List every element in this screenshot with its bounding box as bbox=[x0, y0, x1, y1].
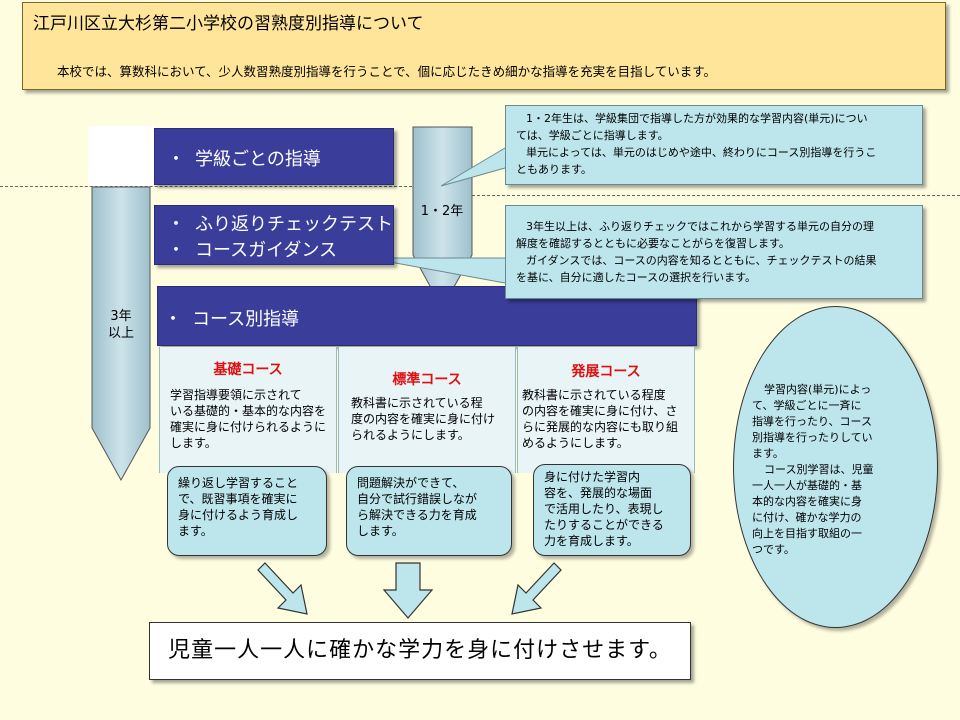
text-line: 自分で試行錯誤しなが bbox=[357, 492, 478, 506]
bullet: ・ bbox=[167, 214, 185, 235]
text-line: ガイダンスでは、コースの内容を知るとともに、チェックテストの結果 bbox=[526, 254, 877, 267]
text-line: に付け、確かな学力の bbox=[752, 511, 862, 524]
grade3-label-line1: 3年 bbox=[110, 309, 132, 324]
course-title-basic: 基礎コース bbox=[213, 362, 283, 378]
text-line: ます。 bbox=[178, 524, 213, 538]
check-guidance-bar: ・ふり返りチェックテスト ・コースガイダンス bbox=[154, 205, 394, 265]
text-line: 解度を確認するとともに必要なことがらを復習します。 bbox=[516, 237, 790, 250]
text-line: 度の内容を確実に身に付け bbox=[351, 412, 496, 426]
bullet: ・ bbox=[167, 149, 185, 170]
goal-box-basic: 繰り返し学習すること で、既習事項を確実に 身に付けるよう育成し ます。 bbox=[167, 466, 327, 556]
class-guidance-bar: ・学級ごとの指導 bbox=[154, 128, 394, 185]
check-test-label: ふり返りチェックテスト bbox=[195, 214, 393, 235]
text-line: 別指導を行ったりしてい bbox=[752, 431, 873, 444]
white-panel bbox=[88, 126, 154, 186]
text-line: 本的な内容を確実に身 bbox=[752, 495, 862, 508]
grade3-arrow-icon bbox=[91, 186, 151, 482]
text-line: で、既習事項を確実に bbox=[178, 492, 298, 506]
text-line: 繰り返し学習すること bbox=[178, 476, 299, 490]
page-subtitle: 本校では、算数科において、少人数習熟度別指導を行うことで、個に応じたきめ細かな指… bbox=[57, 64, 717, 79]
bullet: ・ bbox=[164, 309, 182, 330]
text-line: 力を育成します。 bbox=[544, 534, 639, 548]
text-line: 向上を目指す取組の一 bbox=[752, 527, 862, 540]
text-line: 単元によっては、単元のはじめや途中、終わりにコース別指導を行うこ bbox=[526, 146, 877, 159]
text-line: たりすることができる bbox=[544, 518, 664, 532]
conclusion-banner: 児童一人一人に確かな学力を身に付けさせます。 bbox=[149, 622, 691, 680]
header-box: 江戸川区立大杉第二小学校の習熟度別指導について 本校では、算数科において、少人数… bbox=[22, 2, 946, 90]
text-line: いる基礎的・基本的な内容を bbox=[170, 404, 327, 418]
callout-pointer-icon bbox=[440, 147, 506, 187]
grade3-callout: 3年生以上は、ふり返りチェックではこれから学習する単元の自分の理 解度を確認する… bbox=[505, 205, 923, 299]
text-line: 一人一人が基礎的・基 bbox=[752, 479, 862, 492]
course-column-advanced: 発展コース 教科書に示されている程度 の内容を確実に身に付け、さ らに発展的な内… bbox=[517, 347, 695, 473]
goal-box-advanced: 身に付けた学習内 容を、発展的な場面 で活用したり、表現し たりすることができる… bbox=[533, 464, 691, 556]
text-line: ともあります。 bbox=[516, 163, 592, 176]
summary-ellipse bbox=[733, 306, 938, 628]
text-line: 3年生以上は、ふり返りチェックではこれから学習する単元の自分の理 bbox=[526, 220, 874, 233]
text-line: 身に付けるよう育成し bbox=[178, 508, 299, 522]
right-down-arrow-icon bbox=[511, 562, 562, 615]
text-line: の内容を確実に身に付け、さ bbox=[522, 404, 678, 418]
text-line: 教科書に示されている程度 bbox=[522, 388, 666, 402]
grade3-label: 3年 以上 bbox=[92, 308, 150, 342]
text-line: て、学級ごとに一斉に bbox=[752, 399, 862, 412]
text-line: 1・2年生は、学級集団で指導した方が効果的な学習内容(単元)につい bbox=[526, 112, 868, 125]
text-line: で活用したり、表現し bbox=[544, 502, 664, 516]
text-line: つです。 bbox=[752, 543, 795, 556]
grade3-label-line2: 以上 bbox=[107, 326, 134, 341]
course-specific-label: コース別指導 bbox=[192, 309, 300, 330]
text-line: コース別学習は、児童 bbox=[764, 463, 874, 476]
divider-line bbox=[0, 186, 412, 187]
text-line: ます。 bbox=[752, 447, 784, 460]
text-line: します。 bbox=[357, 524, 404, 538]
divider-line bbox=[472, 195, 960, 196]
text-line: 教科書に示されている程 bbox=[351, 396, 483, 410]
center-down-arrow-icon bbox=[382, 562, 434, 619]
course-column-standard: 標準コース 教科書に示されている程 度の内容を確実に身に付け られるようにします… bbox=[338, 347, 516, 473]
bullet: ・ bbox=[167, 240, 185, 261]
text-line: 容を、発展的な場面 bbox=[544, 486, 653, 500]
text-line: 確実に身に付けられるように bbox=[170, 420, 327, 434]
course-guidance-label: コースガイダンス bbox=[195, 240, 338, 261]
course-title-standard: 標準コース bbox=[392, 372, 462, 388]
text-line: ては、学級ごとに指導します。 bbox=[516, 129, 669, 142]
text-line: らに発展的な内容にも取り組 bbox=[522, 420, 679, 434]
grade12-callout: 1・2年生は、学級集団で指導した方が効果的な学習内容(単元)につい ては、学級ご… bbox=[505, 105, 923, 185]
text-line: 身に付けた学習内 bbox=[544, 470, 641, 484]
text-line: めるようにします。 bbox=[522, 436, 629, 450]
text-line: られるようにします。 bbox=[351, 428, 470, 442]
class-guidance-label: 学級ごとの指導 bbox=[195, 149, 321, 170]
course-body-standard: 教科書に示されている程 度の内容を確実に身に付け られるようにします。 bbox=[351, 395, 517, 443]
text-line: 学習内容(単元)によっ bbox=[764, 383, 872, 396]
course-body-basic: 学習指導要領に示されて いる基礎的・基本的な内容を 確実に身に付けられるように … bbox=[170, 387, 340, 451]
text-line: を基に、自分に適したコースの選択を行います。 bbox=[516, 271, 757, 284]
text-line: 学習指導要領に示されて bbox=[170, 388, 302, 402]
left-down-arrow-icon bbox=[257, 562, 308, 615]
grade12-label: 1・2年 bbox=[420, 204, 464, 219]
text-line: 問題解決ができて、 bbox=[357, 476, 465, 490]
course-body-advanced: 教科書に示されている程度 の内容を確実に身に付け、さ らに発展的な内容にも取り組… bbox=[522, 387, 696, 451]
goal-box-standard: 問題解決ができて、 自分で試行錯誤しなが ら解決できる力を育成 します。 bbox=[346, 466, 512, 556]
page-title: 江戸川区立大杉第二小学校の習熟度別指導について bbox=[33, 14, 424, 34]
course-title-advanced: 発展コース bbox=[571, 364, 641, 380]
text-line: 指導を行ったり、コース bbox=[752, 415, 873, 428]
course-column-basic: 基礎コース 学習指導要領に示されて いる基礎的・基本的な内容を 確実に身に付けら… bbox=[159, 347, 337, 473]
text-line: します。 bbox=[170, 436, 217, 450]
summary-text: 学習内容(単元)によっ て、学級ごとに一斉に 指導を行ったり、コース 別指導を行… bbox=[752, 382, 924, 558]
text-line: ら解決できる力を育成 bbox=[357, 508, 477, 522]
